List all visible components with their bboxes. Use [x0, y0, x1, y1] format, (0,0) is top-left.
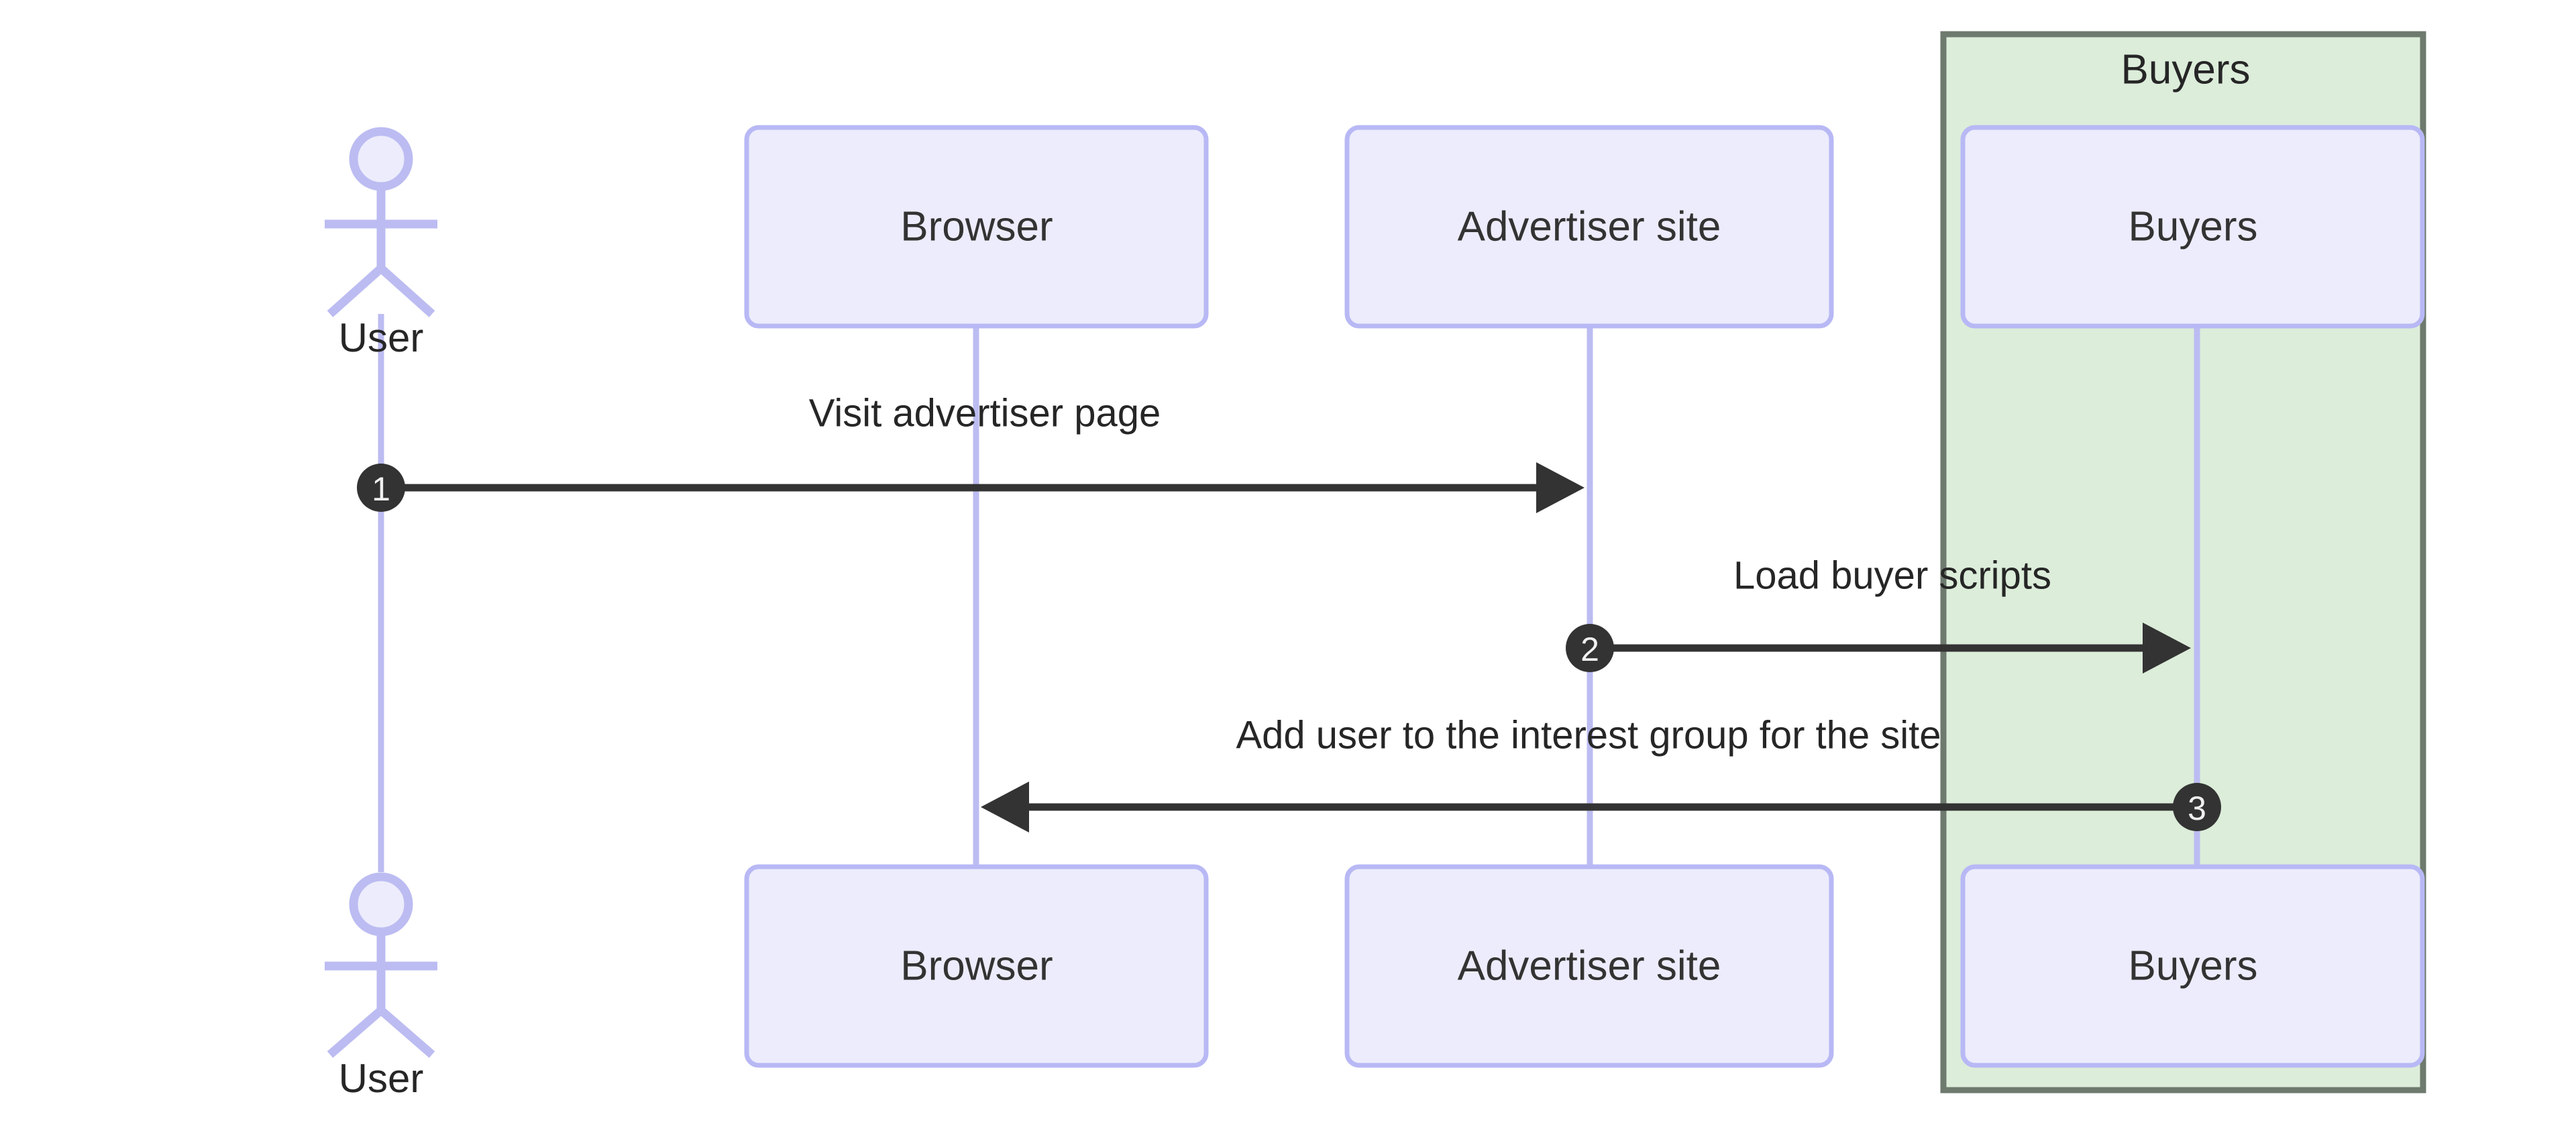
participant-buyers-bottom: Buyers — [1960, 864, 2425, 1068]
message-1-arrowhead — [1536, 462, 1585, 513]
actor-head-icon — [349, 127, 413, 191]
message-3-arrowhead — [981, 782, 1029, 833]
actor-user-top-label: User — [339, 315, 424, 360]
actor-user-top: User — [325, 127, 437, 360]
actor-user-bottom-label: User — [339, 1056, 424, 1101]
message-1[interactable]: Visit advertiser page 1 — [357, 391, 1585, 513]
participant-buyers-bottom-label: Buyers — [2129, 943, 2258, 989]
participant-browser-bottom-label: Browser — [900, 943, 1053, 989]
participant-buyers-bottom-rect — [1960, 864, 2425, 1068]
participant-advertiser-bottom-rect — [1344, 864, 1834, 1068]
participant-advertiser-top-rect — [1344, 125, 1834, 329]
group-box-title: Buyers — [2121, 46, 2251, 93]
message-2-arrowhead — [2143, 623, 2191, 674]
participant-buyers-top-rect — [1960, 125, 2425, 329]
message-1-number: 1 — [372, 470, 390, 508]
message-1-label: Visit advertiser page — [809, 391, 1161, 435]
participant-advertiser-bottom-label: Advertiser site — [1458, 943, 1721, 989]
message-2-number: 2 — [1580, 631, 1599, 668]
participant-browser-bottom-rect — [744, 864, 1209, 1068]
participant-buyers-top: Buyers — [1960, 125, 2425, 329]
participant-advertiser-bottom: Advertiser site — [1344, 864, 1834, 1068]
participant-browser-top-label: Browser — [900, 203, 1053, 250]
participant-advertiser-top: Advertiser site — [1344, 125, 1834, 329]
participant-browser-top: Browser — [744, 125, 1209, 329]
message-3-badge — [2173, 783, 2221, 831]
message-3-number: 3 — [2188, 790, 2206, 827]
message-3-label: Add user to the interest group for the s… — [1236, 713, 1941, 757]
message-3[interactable]: Add user to the interest group for the s… — [981, 713, 2221, 833]
participant-browser-top-rect — [744, 125, 1209, 329]
participant-buyers-top-label: Buyers — [2129, 203, 2258, 250]
participant-browser-bottom: Browser — [744, 864, 1209, 1068]
actor-leg-right-icon — [378, 265, 435, 317]
actor-head-icon — [349, 872, 413, 937]
message-2[interactable]: Load buyer scripts 2 — [1566, 553, 2191, 674]
participant-advertiser-top-label: Advertiser site — [1458, 203, 1721, 250]
actor-user-bottom: User — [325, 872, 437, 1101]
message-2-badge — [1566, 624, 1614, 672]
actor-leg-left-icon — [327, 1007, 384, 1058]
actor-leg-right-icon — [378, 1007, 435, 1058]
message-2-label: Load buyer scripts — [1733, 553, 2051, 597]
actor-leg-left-icon — [327, 265, 384, 317]
message-1-badge — [357, 464, 405, 512]
lifelines — [378, 314, 2200, 872]
